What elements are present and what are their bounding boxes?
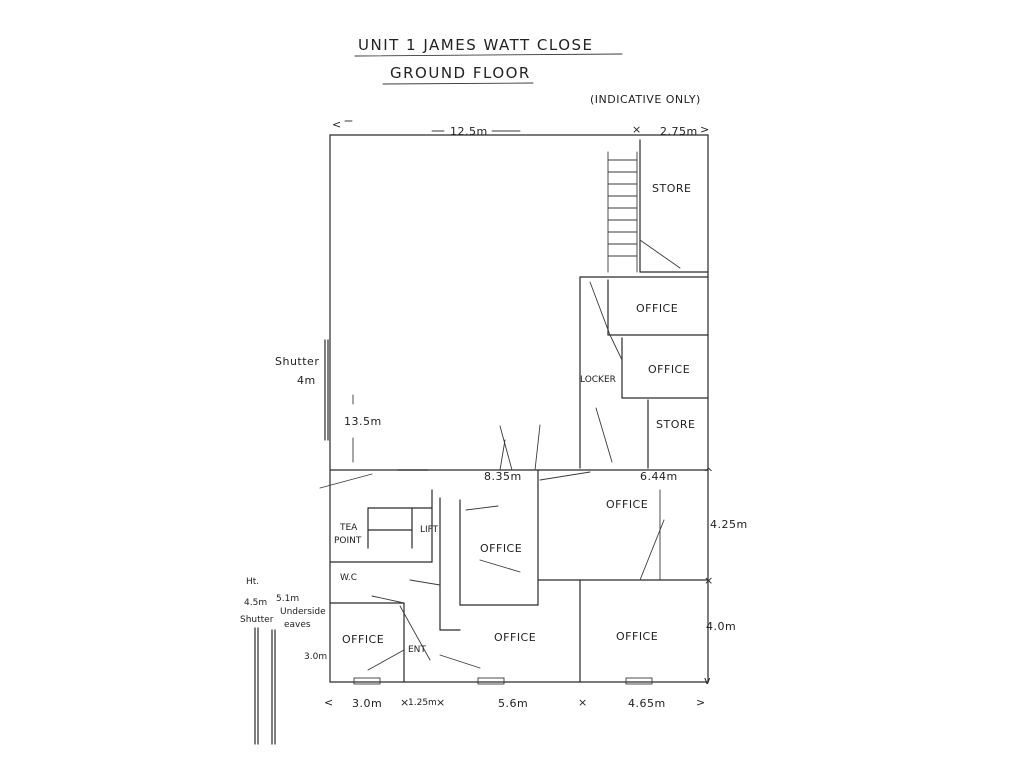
ht-note-line1: Ht. [246, 577, 259, 587]
room-office-center-right: OFFICE [606, 498, 648, 511]
bottom-windows [353, 677, 653, 685]
room-office-bottom-mid: OFFICE [494, 631, 536, 644]
shutter-label: Shutter [275, 355, 319, 368]
underside-note-line1: 5.1m [276, 594, 299, 604]
shutter-width-label: 4m [297, 374, 316, 387]
svg-text:v: v [704, 674, 711, 687]
svg-text:×: × [436, 696, 446, 709]
bottom-dimension-markers: < × × × > [324, 696, 706, 709]
underside-note-line2: Underside [280, 607, 326, 617]
svg-text:>: > [696, 696, 706, 709]
lower-partitions [329, 469, 709, 683]
room-office-upper-right-1: OFFICE [636, 302, 678, 315]
svg-text:×: × [704, 574, 714, 587]
right-dimensions: × v [704, 574, 714, 687]
indicative-note: (INDICATIVE ONLY) [590, 93, 701, 106]
room-store-top: STORE [652, 182, 691, 195]
svg-text:×: × [578, 696, 588, 709]
plan-title: UNIT 1 JAMES WATT CLOSE [358, 36, 594, 54]
svg-text:×: × [400, 696, 410, 709]
bottom-gap-width-label: 1.25m [408, 698, 437, 708]
room-office-bottom-right: OFFICE [616, 630, 658, 643]
right-lower-depth-label: 4.0m [706, 620, 736, 633]
svg-text:<: < [324, 696, 334, 709]
room-lift: LIFT [420, 525, 439, 535]
top-width-label: 12.5m [450, 125, 488, 138]
plan-subtitle: GROUND FLOOR [390, 64, 531, 82]
svg-text:<: < [332, 118, 342, 131]
room-store-mid: STORE [656, 418, 695, 431]
bottom-mid-width-label: 5.6m [498, 697, 528, 710]
mid-wall-doors [319, 424, 591, 489]
ht-note-line2: 4.5m [244, 598, 267, 608]
mid-span-label: 8.35m [484, 470, 522, 483]
right-upper-depth-label: 4.25m [710, 518, 748, 531]
subtitle-underline [382, 82, 534, 85]
left-office-depth-label: 3.0m [304, 652, 327, 662]
ht-note-line3: Shutter [240, 615, 274, 625]
left-shutter [324, 339, 329, 441]
mid-right-arrow: ^ [704, 466, 714, 479]
top-dimension: < × > [332, 118, 710, 136]
bottom-right-width-label: 4.65m [628, 697, 666, 710]
room-wc: W.C [340, 573, 357, 583]
building-outline [329, 134, 709, 683]
svg-text:>: > [700, 123, 710, 136]
mid-right-span-label: 6.44m [640, 470, 678, 483]
room-tea-point-line1: TEA [339, 523, 358, 533]
staircase [607, 151, 638, 273]
room-locker: LOCKER [580, 375, 616, 385]
title-underline [354, 53, 623, 57]
room-office-center: OFFICE [480, 542, 522, 555]
room-office-upper-right-2: OFFICE [648, 363, 690, 376]
upper-right-partitions [579, 139, 709, 469]
svg-text:×: × [632, 123, 642, 136]
top-right-width-label: 2.75m [660, 125, 698, 138]
room-entrance: ENT [408, 645, 426, 655]
bottom-left-width-label: 3.0m [352, 697, 382, 710]
room-office-left: OFFICE [342, 633, 384, 646]
warehouse-depth-label: 13.5m [344, 415, 382, 428]
height-bars [254, 627, 276, 745]
underside-note-line3: eaves [284, 620, 311, 630]
room-tea-point-line2: POINT [334, 536, 362, 546]
